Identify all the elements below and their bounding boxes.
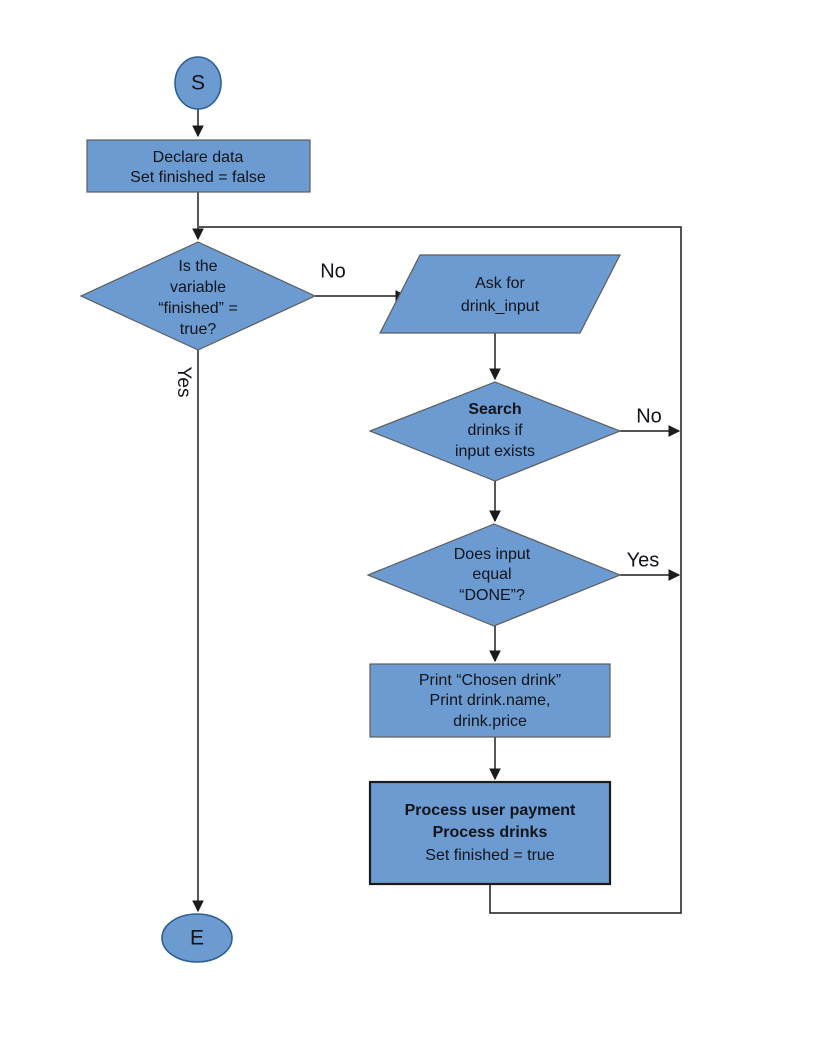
node-print-drink[interactable] (369, 663, 611, 738)
node-start[interactable] (174, 56, 222, 110)
node-done-check[interactable] (366, 523, 622, 627)
node-process-payment[interactable] (368, 780, 612, 886)
node-process-line-2: Process drinks (433, 824, 548, 841)
node-done-check-line-2: equal (472, 566, 511, 583)
node-declare-data[interactable] (86, 139, 311, 193)
node-process-line-1: Process user payment (405, 802, 576, 819)
node-end-label: E (190, 927, 204, 950)
connector-loop-back-to-check (199, 226, 682, 914)
node-declare-line-1: Declare data (153, 149, 244, 166)
node-print-line-3: drink.price (453, 713, 527, 730)
node-process-line-3: Set finished = true (425, 847, 555, 864)
node-check-finished-line-2: variable (170, 279, 226, 296)
node-check-finished[interactable] (79, 241, 317, 351)
node-search-line-3: input exists (455, 443, 535, 460)
node-print-line-2: Print drink.name, (430, 692, 551, 709)
node-start-label: S (191, 72, 205, 95)
node-declare-line-2: Set finished = false (130, 169, 266, 186)
node-ask-drink-input[interactable] (379, 254, 621, 334)
edge-label-done-yes: Yes (627, 549, 660, 571)
node-ask-line-2: drink_input (461, 298, 540, 315)
node-ask-line-1: Ask for (475, 275, 525, 292)
node-done-check-line-1: Does input (454, 546, 531, 563)
node-search-line-1: Search (468, 401, 521, 418)
node-print-line-1: Print “Chosen drink” (419, 672, 561, 689)
edge-label-check-no: No (320, 260, 346, 282)
node-check-finished-line-3: “finished” = (158, 300, 238, 317)
node-search-line-2: drinks if (467, 422, 523, 439)
node-search-drinks[interactable] (368, 381, 622, 482)
node-done-check-line-3: “DONE”? (459, 587, 525, 604)
node-check-finished-line-4: true? (180, 321, 217, 338)
node-check-finished-line-1: Is the (178, 258, 217, 275)
edge-label-check-yes: Yes (173, 367, 194, 398)
edge-label-search-no: No (636, 405, 662, 427)
node-end[interactable] (161, 913, 233, 963)
